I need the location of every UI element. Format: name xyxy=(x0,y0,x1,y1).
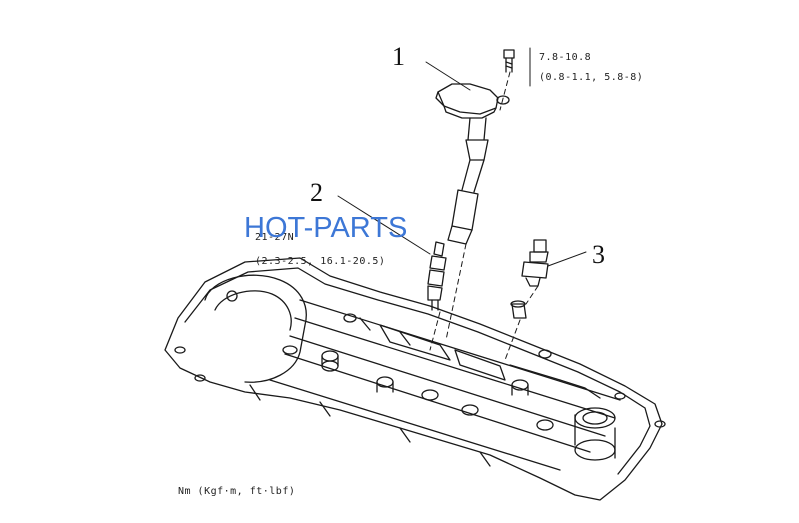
coil-bolt xyxy=(503,49,515,73)
callout-3: 3 xyxy=(592,240,605,269)
cam-sensor xyxy=(510,239,549,319)
bolt-torque-spec-imperial: (0.8-1.1, 5.8-8) xyxy=(539,72,644,83)
watermark-text: HOT-PARTS xyxy=(244,212,408,244)
ignition-coil xyxy=(435,83,510,245)
plug-torque-spec-imperial: (2.3-2.5, 16.1-20.5) xyxy=(255,256,386,267)
plug-torque-spec: 21-27N xyxy=(255,232,295,243)
callout-2: 2 xyxy=(310,178,323,207)
valve-cover xyxy=(164,257,666,501)
leader-lines xyxy=(337,61,587,267)
bolt-torque-spec: 7.8-10.8 xyxy=(539,52,592,63)
axis-lines xyxy=(429,71,539,361)
callout-1: 1 xyxy=(392,42,405,71)
spark-plug xyxy=(427,241,447,311)
units-footnote: Nm (Kgf·m, ft·lbf) xyxy=(178,486,296,497)
